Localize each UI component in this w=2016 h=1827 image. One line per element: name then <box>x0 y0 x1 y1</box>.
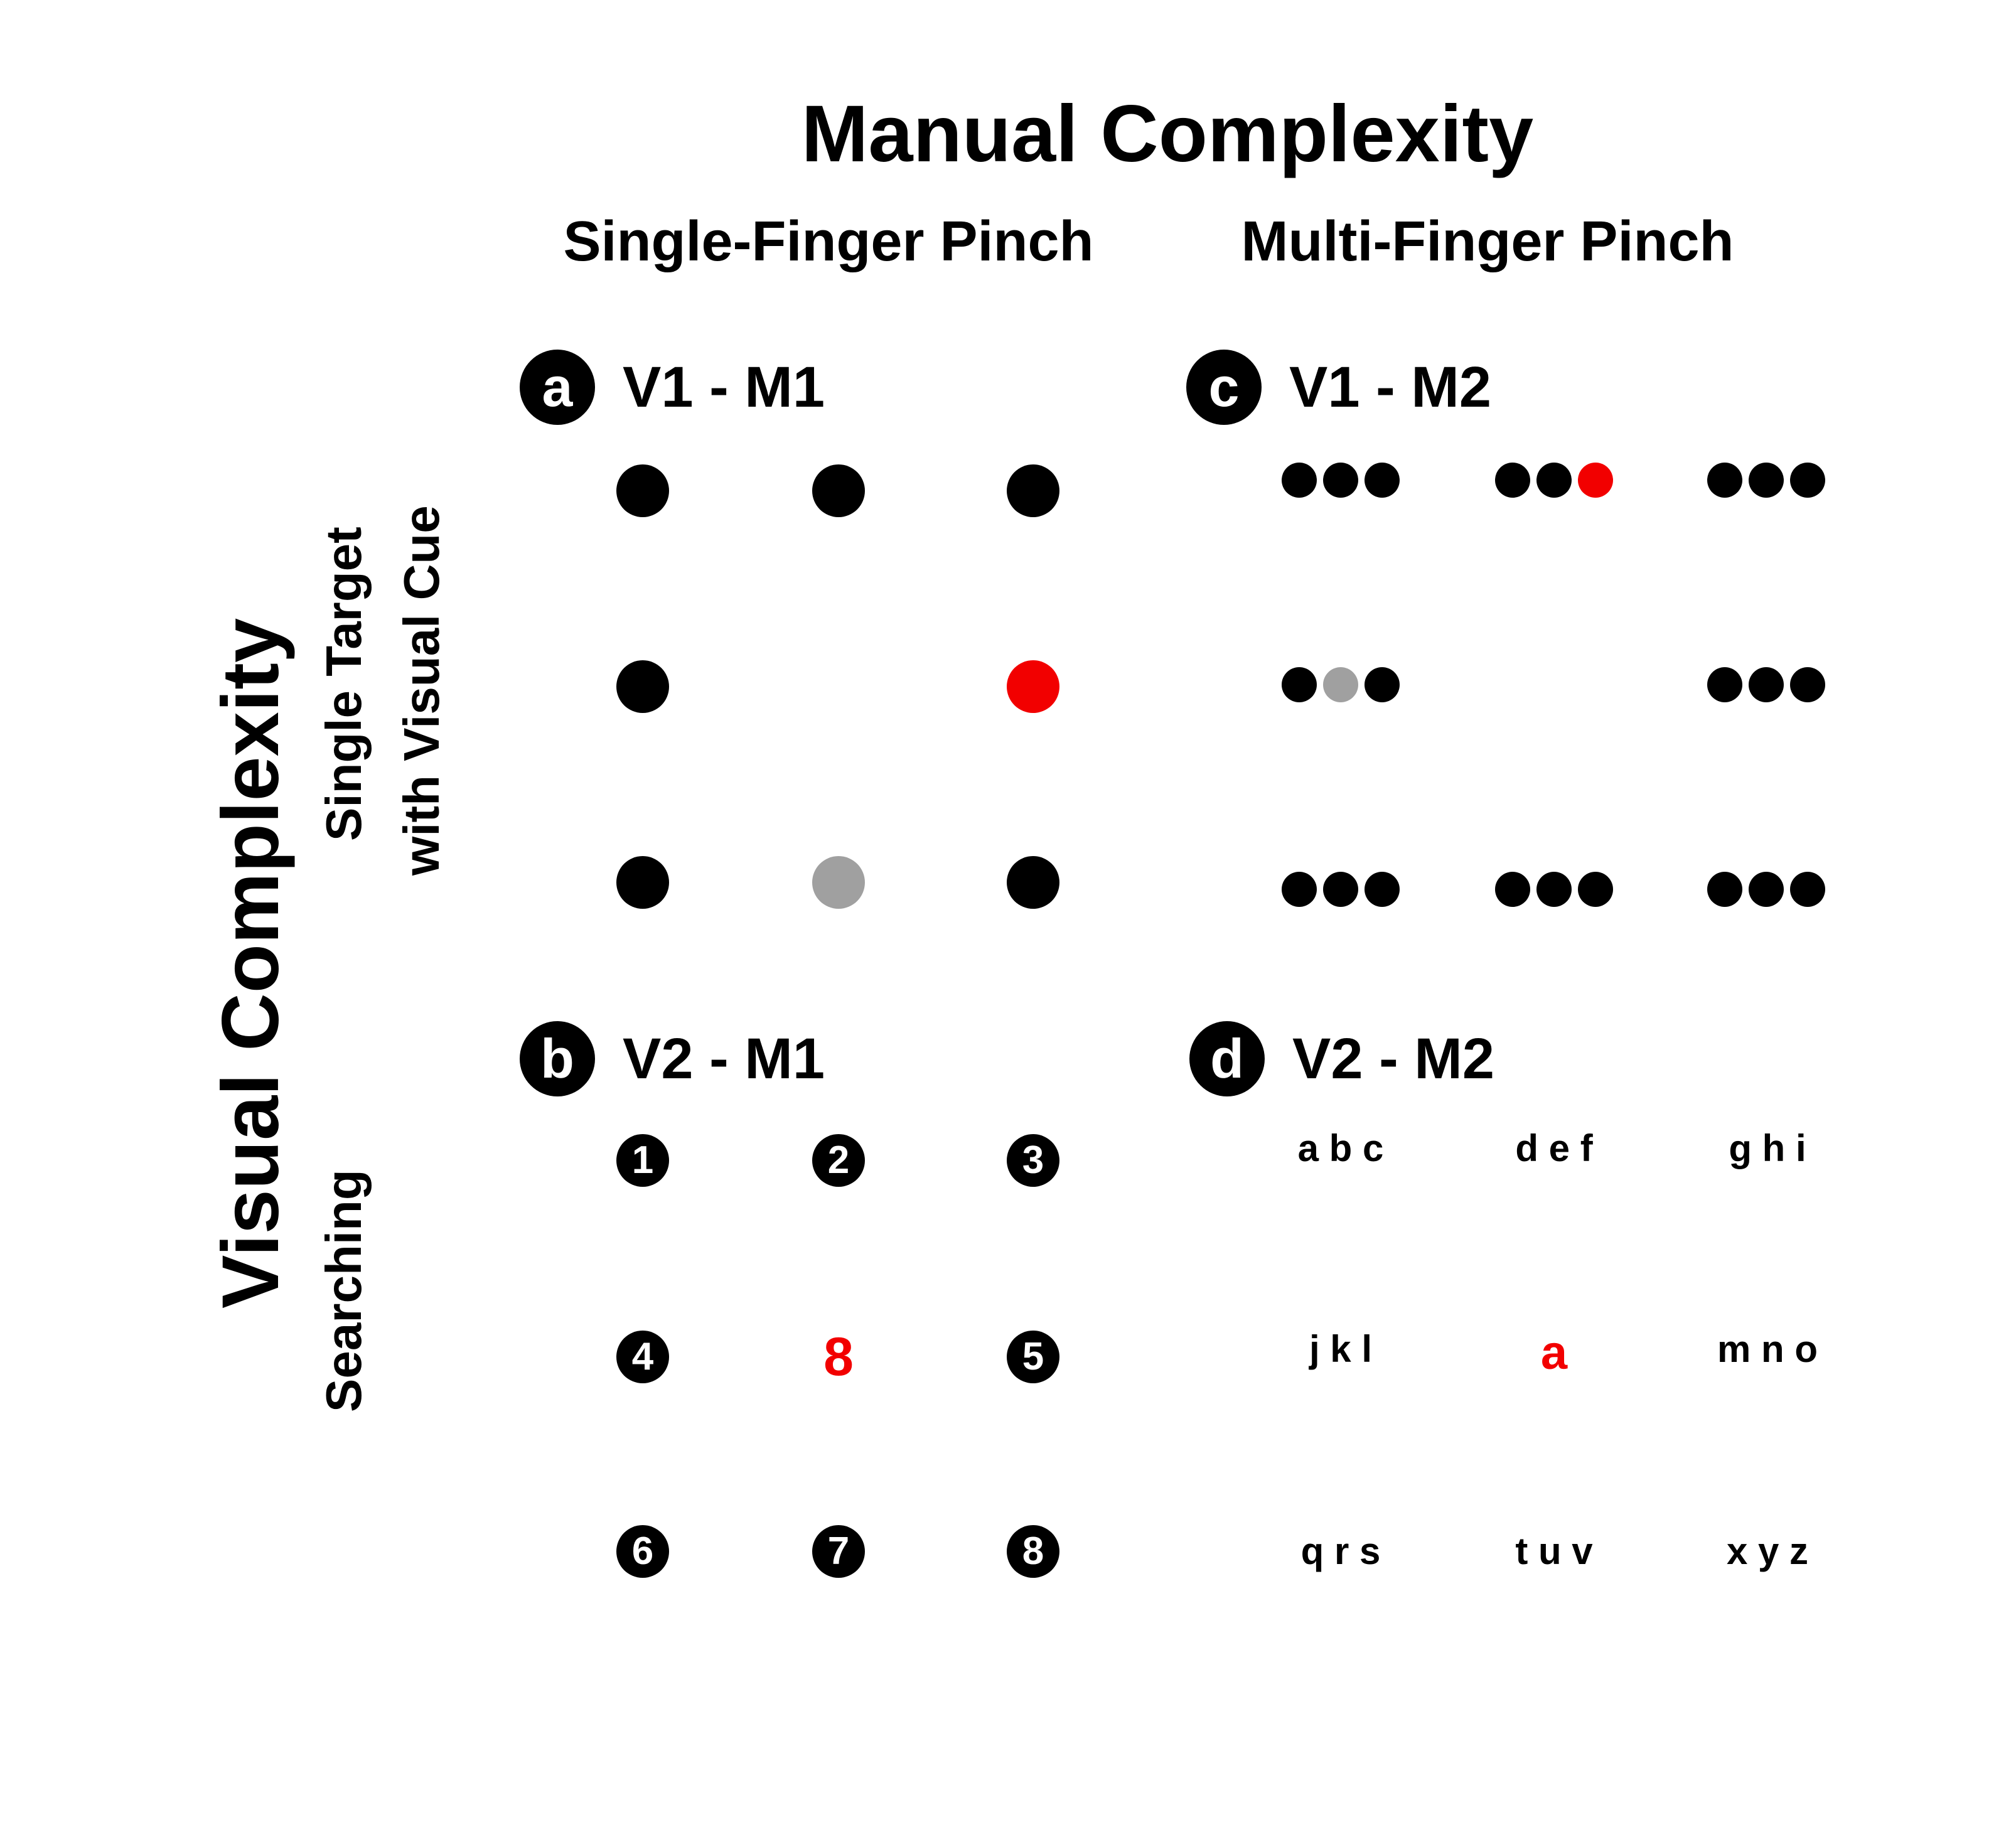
target-dot <box>1707 667 1742 702</box>
cursor-dot <box>1323 667 1358 702</box>
single-target-label-line1: Single Target <box>316 527 372 841</box>
letter-group: j k l <box>1309 1328 1373 1370</box>
target-dot <box>616 660 669 713</box>
target-dot <box>1749 872 1784 907</box>
target-dot <box>1365 872 1400 907</box>
target-dot <box>1495 463 1530 498</box>
multi-finger-pinch-label: Multi-Finger Pinch <box>1241 210 1734 273</box>
target-dot <box>1749 463 1784 498</box>
target-dot <box>1495 872 1530 907</box>
target-dot <box>1790 667 1825 702</box>
panel-a-header: a V1 - M1 <box>520 350 825 425</box>
target-dot <box>1707 463 1742 498</box>
numbered-target: 4 <box>616 1331 669 1383</box>
panel-c-badge: c <box>1186 350 1262 425</box>
panel-d-badge: d <box>1189 1021 1265 1096</box>
letter-group: t u v <box>1515 1530 1593 1572</box>
target-dot <box>1790 463 1825 498</box>
panel-b-title: V2 - M1 <box>623 1027 825 1091</box>
cued-target-dot <box>1007 660 1059 713</box>
numbered-target: 6 <box>616 1525 669 1578</box>
panel-c-title: V1 - M2 <box>1289 355 1492 419</box>
target-dot <box>1578 872 1613 907</box>
panel-d-header: d V2 - M2 <box>1189 1021 1494 1096</box>
manual-complexity-title: Manual Complexity <box>801 89 1534 179</box>
numbered-target: 3 <box>1007 1134 1059 1187</box>
letter-group: q r s <box>1300 1530 1381 1572</box>
numbered-target: 5 <box>1007 1331 1059 1383</box>
letter-group: a b c <box>1297 1127 1384 1169</box>
numbered-target: 2 <box>812 1134 865 1187</box>
panel-b-badge: b <box>520 1021 595 1096</box>
target-dot <box>1323 463 1358 498</box>
target-dot <box>1790 872 1825 907</box>
target-dot <box>1282 872 1317 907</box>
letter-group: m n o <box>1717 1328 1818 1370</box>
visual-complexity-title: Visual Complexity <box>206 618 296 1309</box>
single-target-label-line2: with Visual Cue <box>394 505 449 876</box>
panel-c-header: c V1 - M2 <box>1186 350 1491 425</box>
letter-group: x y z <box>1726 1530 1809 1572</box>
target-dot <box>616 464 669 517</box>
numbered-target: 8 <box>1007 1525 1059 1578</box>
search-cue-number: 8 <box>823 1327 854 1387</box>
target-dot <box>1323 872 1358 907</box>
letter-group: d e f <box>1515 1127 1593 1169</box>
numbered-target: 1 <box>616 1134 669 1187</box>
target-dot <box>1007 464 1059 517</box>
target-dot <box>812 464 865 517</box>
panel-a-badge: a <box>520 350 595 425</box>
target-dot <box>1365 667 1400 702</box>
target-dot <box>1282 667 1317 702</box>
target-dot <box>616 856 669 909</box>
search-cue-letter: a <box>1540 1326 1568 1380</box>
panel-b-header: b V2 - M1 <box>520 1021 825 1096</box>
target-dot <box>1749 667 1784 702</box>
searching-label: Searching <box>316 1169 372 1412</box>
single-finger-pinch-label: Single-Finger Pinch <box>563 210 1094 273</box>
cursor-dot <box>812 856 865 909</box>
target-dot <box>1282 463 1317 498</box>
target-dot <box>1365 463 1400 498</box>
target-dot <box>1007 856 1059 909</box>
cued-target-dot <box>1578 463 1613 498</box>
panel-a-title: V1 - M1 <box>623 355 825 419</box>
target-dot <box>1536 463 1572 498</box>
letter-group: g h i <box>1729 1127 1806 1169</box>
panel-d-title: V2 - M2 <box>1292 1027 1495 1091</box>
target-dot <box>1536 872 1572 907</box>
numbered-target: 7 <box>812 1525 865 1578</box>
target-dot <box>1707 872 1742 907</box>
